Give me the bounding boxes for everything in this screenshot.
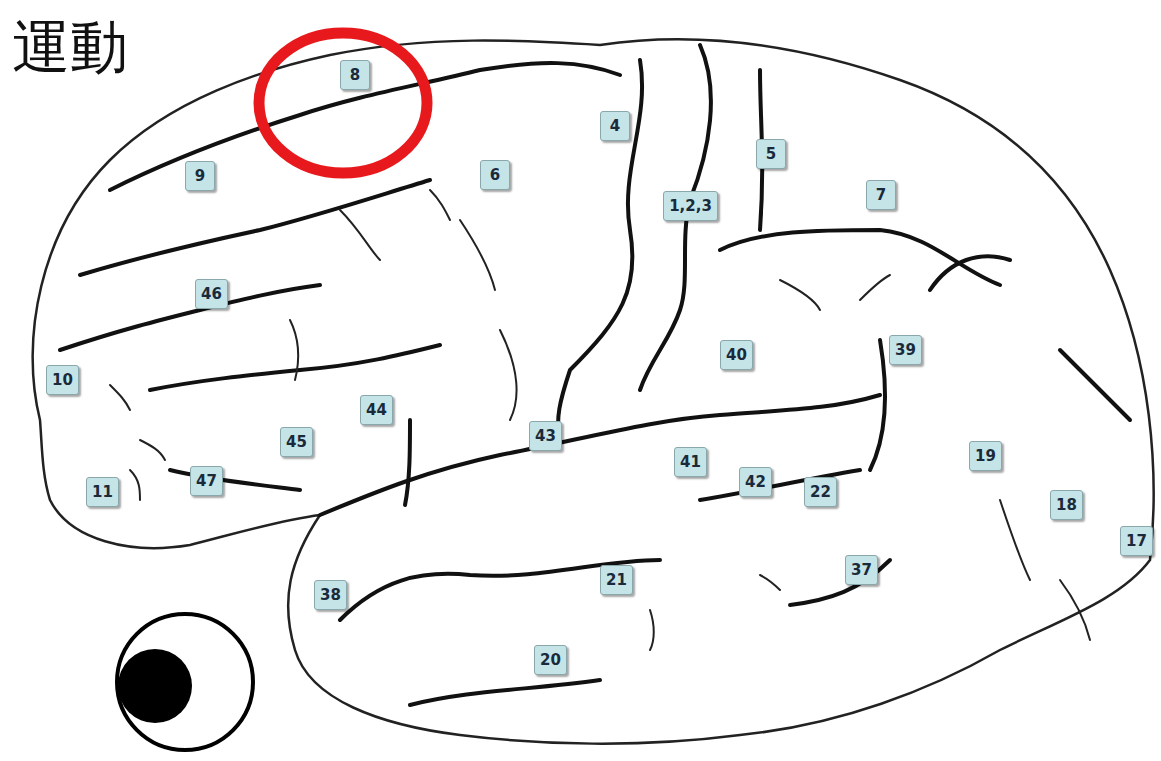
area-number: 44 (366, 403, 387, 418)
area-number-box: 44 (360, 395, 393, 425)
area-number-box: 40 (720, 340, 753, 370)
area-number-box: 5 (756, 139, 786, 169)
area-number: 1,2,3 (669, 199, 712, 214)
area-number: 17 (1126, 534, 1147, 549)
area-number-box: 7 (866, 180, 896, 210)
area-number: 18 (1056, 498, 1077, 513)
area-number: 43 (535, 429, 556, 444)
area-number: 42 (745, 475, 766, 490)
area-number: 22 (810, 485, 831, 500)
area-number-box: 4 (600, 111, 630, 141)
area-number: 8 (350, 68, 360, 83)
sulci (60, 45, 1130, 705)
area-number: 6 (490, 168, 500, 183)
area-number-box: 11 (86, 477, 119, 507)
area-number-box: 39 (889, 335, 922, 365)
area-number: 40 (726, 348, 747, 363)
area-number: 21 (606, 573, 627, 588)
area-number-box: 45 (280, 427, 313, 457)
area-number-box: 17 (1120, 526, 1153, 556)
area-number: 10 (52, 373, 73, 388)
area-number-box: 10 (46, 365, 79, 395)
area-number-box: 1,2,3 (663, 191, 718, 221)
area-number: 47 (196, 474, 217, 489)
area-number: 4 (610, 119, 620, 134)
area-number: 11 (92, 485, 113, 500)
area-number-box: 21 (600, 565, 633, 595)
area-number: 41 (680, 455, 701, 470)
heading-label: 運動 (12, 18, 128, 76)
eye-symbol (117, 614, 253, 750)
area-number: 5 (766, 147, 776, 162)
area-number-box: 19 (969, 441, 1002, 471)
area-number-box: 18 (1050, 490, 1083, 520)
area-number-box: 9 (185, 161, 215, 191)
minor-sulci (110, 190, 1090, 650)
area-number: 9 (195, 169, 205, 184)
area-number-box: 20 (534, 645, 567, 675)
area-number-box: 38 (314, 580, 347, 610)
area-number-box: 8 (340, 60, 370, 90)
area-number: 20 (540, 653, 561, 668)
area-number: 37 (851, 563, 872, 578)
area-number: 39 (895, 343, 916, 358)
area-number-box: 41 (674, 447, 707, 477)
area-number-box: 42 (739, 467, 772, 497)
area-number: 38 (320, 588, 341, 603)
area-number-box: 47 (190, 466, 223, 496)
area-number: 7 (876, 188, 886, 203)
area-number: 46 (201, 287, 222, 302)
highlight-circle (259, 33, 427, 173)
area-number-box: 46 (195, 279, 228, 309)
area-number-box: 43 (529, 421, 562, 451)
area-number-box: 37 (845, 555, 878, 585)
area-number: 45 (286, 435, 307, 450)
area-number-box: 6 (480, 160, 510, 190)
area-number-box: 22 (804, 477, 837, 507)
eye-pupil (118, 649, 192, 723)
area-number: 19 (975, 449, 996, 464)
